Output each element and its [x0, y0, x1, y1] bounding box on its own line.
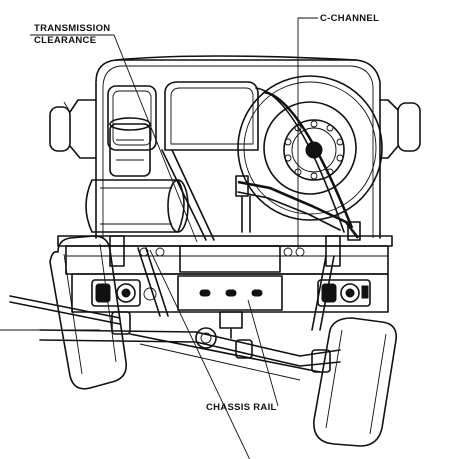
leader-lines: [30, 17, 318, 407]
left-window: [107, 85, 157, 151]
right-rear-tire: [313, 317, 398, 447]
label-transmission: TRANSMISSION: [34, 23, 110, 34]
air-cleaner: [109, 117, 151, 177]
chassis-rail: [149, 249, 251, 459]
label-c-channel: C-CHANNEL: [320, 13, 379, 24]
shock-absorbers: [137, 247, 335, 331]
fuel-tank: [85, 179, 189, 233]
c-channel: [235, 175, 361, 241]
label-chassis-rail: CHASSIS RAIL: [206, 402, 277, 413]
right-mirror: [379, 99, 421, 159]
center-window: [164, 81, 259, 151]
rear-axle: [39, 311, 341, 373]
label-clearance: CLEARANCE: [34, 35, 96, 46]
left-taillight: [91, 279, 141, 307]
trailer-hitch: [219, 311, 243, 339]
rear-bumper: [57, 235, 393, 275]
cab-body: [95, 55, 381, 239]
spare-wheel: [237, 75, 383, 233]
lug-holes: [284, 120, 344, 180]
center-slots: [199, 289, 263, 297]
left-mirror: [49, 99, 97, 159]
transmission-brace: [161, 149, 215, 241]
suspension-arms: [0, 295, 321, 381]
